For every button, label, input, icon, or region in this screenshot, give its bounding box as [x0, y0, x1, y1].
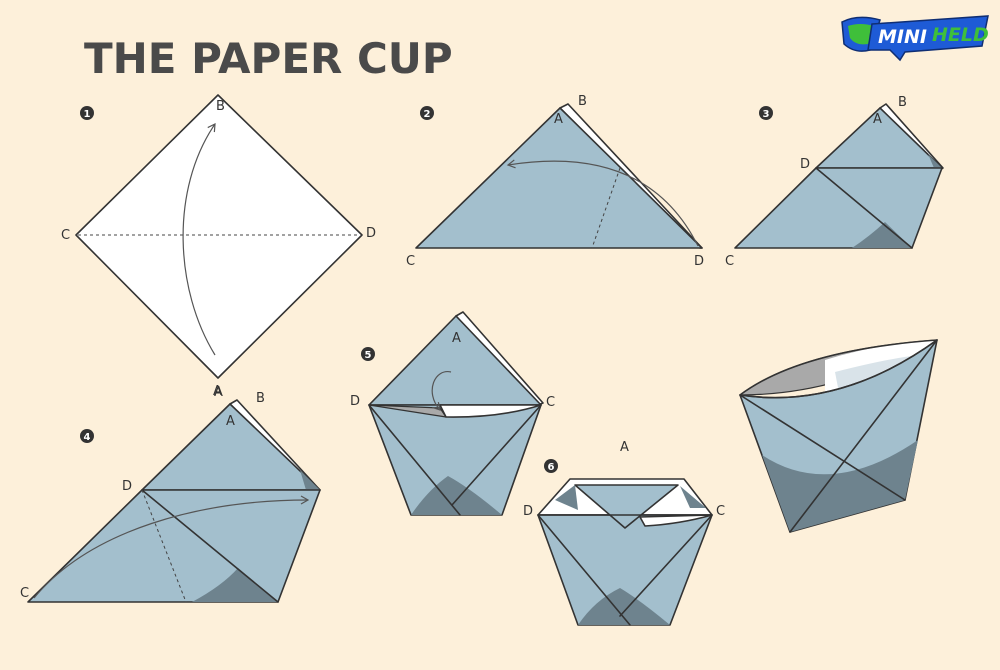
- step-6-diagram: A C D: [523, 440, 725, 626]
- fold-arrow: [33, 495, 310, 599]
- paper-body: [734, 167, 943, 249]
- paper-body: [27, 489, 321, 603]
- label-c: C: [61, 228, 70, 243]
- shadow: [578, 588, 670, 625]
- paper-square: [75, 94, 363, 379]
- fold-edge: [451, 404, 542, 506]
- label-a: A: [620, 440, 629, 455]
- label-d: D: [800, 157, 810, 172]
- shadow: [928, 154, 942, 168]
- label-b: B: [216, 99, 225, 114]
- label-a: A: [213, 384, 222, 399]
- shadow: [411, 476, 502, 515]
- fold-arrow: [182, 123, 216, 356]
- fold-arrow: [506, 159, 699, 247]
- label-d: D: [122, 479, 132, 494]
- cup-rim: [739, 339, 938, 399]
- step-badge-3: 3: [759, 106, 773, 120]
- fold-edge: [815, 167, 913, 249]
- step-1-diagram: B C D A: [61, 94, 376, 399]
- logo-banner: [867, 15, 989, 62]
- svg-text:2: 2: [424, 109, 431, 120]
- label-c: C: [406, 254, 415, 269]
- page-title: THE PAPER CUP: [84, 34, 453, 83]
- shadow: [680, 486, 706, 508]
- fold-edge: [141, 489, 279, 603]
- fold-arrow: [431, 371, 452, 411]
- label-c: C: [725, 254, 734, 269]
- step-badge-4: 4: [80, 429, 94, 443]
- label-d: D: [366, 226, 376, 241]
- svg-text:4: 4: [84, 432, 91, 443]
- paper-triangle: [415, 107, 703, 249]
- label-d: D: [350, 394, 360, 409]
- step-badge-6: 6: [544, 459, 558, 473]
- svg-text:3: 3: [763, 109, 770, 120]
- label-c: C: [546, 395, 555, 410]
- label-c: C: [20, 586, 29, 601]
- paper-top-flap: [368, 315, 542, 406]
- fold-edge: [537, 514, 631, 626]
- fold-edge: [789, 339, 938, 533]
- label-d: D: [523, 504, 533, 519]
- label-c: C: [716, 504, 725, 519]
- label-a: A: [452, 331, 461, 346]
- brand-logo: MINI HELD: [841, 15, 989, 62]
- step-badge-2: 2: [420, 106, 434, 120]
- shadow: [300, 470, 320, 490]
- label-b: B: [256, 391, 265, 406]
- pocket-white: [439, 404, 542, 418]
- fold-line: [141, 489, 187, 603]
- logo-text-held: HELD: [932, 24, 989, 46]
- step-4-diagram: A A B C D: [20, 385, 321, 603]
- shadow: [192, 568, 278, 602]
- cup-shadow: [762, 440, 918, 532]
- label-d: D: [694, 254, 704, 269]
- svg-text:6: 6: [548, 462, 555, 473]
- label-a: A: [226, 414, 235, 429]
- label-a: A: [554, 112, 563, 127]
- step-5-diagram: A C D: [350, 311, 555, 516]
- label-b: B: [578, 94, 587, 109]
- paper-front-flap: [574, 484, 679, 529]
- label-a-outer: A: [214, 385, 223, 400]
- final-cup-diagram: [739, 339, 938, 533]
- svg-text:1: 1: [84, 109, 91, 120]
- fold-line: [591, 167, 621, 249]
- step-badge-1: 1: [80, 106, 94, 120]
- fold-edge: [368, 404, 461, 516]
- step-badge-5: 5: [361, 347, 375, 361]
- svg-text:5: 5: [365, 350, 372, 361]
- shadow: [852, 222, 912, 248]
- logo-text-mini: MINI: [878, 26, 927, 48]
- logo-mask-icon: [848, 24, 874, 45]
- label-b: B: [898, 95, 907, 110]
- step-2-diagram: A B C D: [406, 94, 704, 269]
- step-3-diagram: A B C D: [725, 95, 944, 269]
- fold-edge: [619, 514, 713, 617]
- label-a: A: [873, 112, 882, 127]
- fold-edge: [739, 394, 906, 501]
- shadow: [555, 485, 578, 510]
